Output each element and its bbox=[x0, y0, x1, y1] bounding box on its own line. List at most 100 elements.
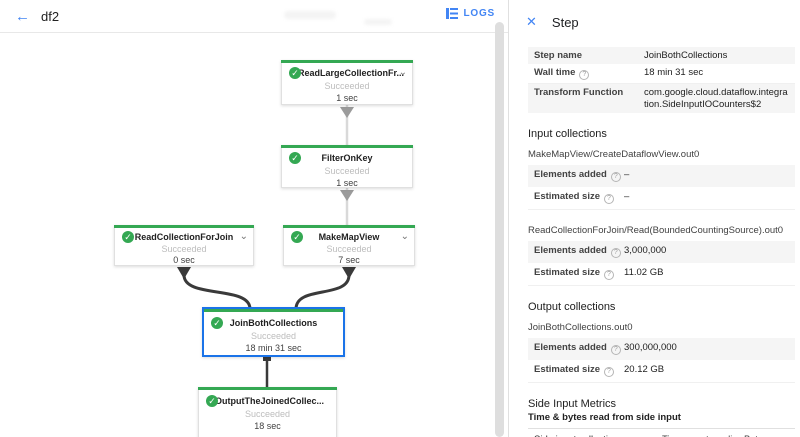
back-arrow-icon[interactable]: ← bbox=[15, 7, 30, 25]
help-icon[interactable]: ? bbox=[604, 367, 614, 378]
logs-list-icon bbox=[446, 8, 459, 19]
node-time: 0 sec bbox=[173, 255, 195, 265]
metric-label: Estimated size? bbox=[534, 191, 624, 205]
property-row: Transform Function com.google.cloud.data… bbox=[528, 84, 795, 114]
property-value: 18 min 31 sec bbox=[644, 67, 704, 79]
collection-metrics-table: Elements added? 300,000,000 Estimated si… bbox=[528, 338, 795, 384]
collection-name: JoinBothCollections.out0 bbox=[528, 322, 633, 334]
metric-value: – bbox=[624, 169, 630, 181]
column-header: Time spent reading bbox=[662, 434, 744, 437]
metric-row: Estimated size? 20.12 GB bbox=[528, 360, 795, 384]
job-graph-panel: ← df2 LOGS bbox=[0, 0, 509, 437]
step-panel-body: Step name JoinBothCollections Wall time?… bbox=[510, 44, 800, 437]
node-time: 18 min 31 sec bbox=[245, 343, 302, 353]
node-status-bar bbox=[281, 145, 413, 148]
metric-row: Elements added? 300,000,000 bbox=[528, 338, 795, 361]
redacted-text bbox=[284, 11, 336, 19]
metric-value: 20.12 GB bbox=[624, 364, 665, 376]
logs-button-label: LOGS bbox=[463, 8, 495, 19]
side-input-table-header: Side input collection Time spent reading… bbox=[528, 428, 795, 437]
node-status-bar bbox=[283, 225, 415, 228]
job-title: df2 bbox=[41, 8, 60, 24]
help-icon[interactable]: ? bbox=[604, 194, 614, 205]
close-icon[interactable]: ✕ bbox=[526, 14, 537, 29]
collection-name: ReadCollectionForJoin/Read(BoundedCounti… bbox=[528, 225, 784, 237]
metric-row: Elements added? 3,000,000 bbox=[528, 241, 795, 264]
property-value: com.google.cloud.dataflow.integration.Si… bbox=[644, 87, 788, 110]
node-title: FilterOnKey bbox=[321, 153, 373, 163]
node-status-bar bbox=[281, 60, 413, 63]
node-status-bar bbox=[204, 309, 343, 312]
property-value: JoinBothCollections bbox=[644, 50, 728, 61]
metric-value: 3,000,000 bbox=[624, 245, 667, 257]
success-check-icon: ✓ bbox=[289, 152, 301, 164]
input-collections-heading: Input collections bbox=[528, 128, 607, 141]
column-header: Side input collection bbox=[534, 434, 662, 437]
metric-row: Estimated size? – bbox=[528, 187, 795, 211]
metric-value: 11.02 GB bbox=[624, 267, 664, 279]
node-title: JoinBothCollections bbox=[229, 318, 318, 328]
success-check-icon: ✓ bbox=[206, 395, 218, 407]
node-status-bar bbox=[198, 387, 337, 390]
graph-node-read-large-collection[interactable]: ✓ ReadLargeCollectionFr... ⌄ Succeeded 1… bbox=[281, 60, 413, 105]
node-time: 18 sec bbox=[254, 421, 281, 431]
side-input-metrics-heading: Side Input Metrics bbox=[528, 398, 617, 411]
metric-row: Estimated size? 11.02 GB bbox=[528, 263, 795, 287]
property-row: Step name JoinBothCollections bbox=[528, 47, 795, 65]
property-row: Wall time? 18 min 31 sec bbox=[528, 64, 795, 85]
collection-metrics-table: Elements added? 3,000,000 Estimated size… bbox=[528, 241, 795, 287]
logs-button[interactable]: LOGS bbox=[446, 8, 495, 19]
graph-edges bbox=[177, 105, 356, 388]
metric-label: Estimated size? bbox=[534, 364, 624, 378]
node-time: 1 sec bbox=[336, 93, 358, 103]
metric-value: – bbox=[624, 191, 630, 203]
help-icon[interactable]: ? bbox=[579, 70, 590, 81]
property-label: Wall time? bbox=[534, 67, 644, 81]
graph-scrollbar[interactable] bbox=[495, 22, 504, 437]
metric-label: Estimated size? bbox=[534, 267, 624, 281]
node-status: Succeeded bbox=[161, 244, 207, 254]
metric-value: 300,000,000 bbox=[624, 342, 677, 354]
help-icon[interactable]: ? bbox=[604, 270, 614, 281]
pipeline-graph[interactable]: ✓ ReadLargeCollectionFr... ⌄ Succeeded 1… bbox=[0, 33, 508, 437]
side-input-table: Side input collection Time spent reading… bbox=[528, 428, 795, 437]
node-time: 7 sec bbox=[338, 255, 360, 265]
side-input-subheading: Time & bytes read from side input bbox=[528, 412, 681, 424]
node-title: ReadCollectionForJoin bbox=[134, 232, 234, 242]
graph-node-make-map-view[interactable]: ✓ MakeMapView ⌄ Succeeded 7 sec bbox=[283, 225, 415, 266]
success-check-icon: ✓ bbox=[291, 231, 303, 243]
success-check-icon: ✓ bbox=[122, 231, 134, 243]
graph-node-read-collection-for-join[interactable]: ✓ ReadCollectionForJoin ⌄ Succeeded 0 se… bbox=[114, 225, 254, 266]
graph-node-output-the-joined-collection[interactable]: ✓ OutputTheJoinedCollec... Succeeded 18 … bbox=[198, 387, 337, 437]
job-topbar: ← df2 LOGS bbox=[0, 0, 508, 33]
redacted-text bbox=[364, 19, 392, 25]
node-status: Succeeded bbox=[244, 409, 291, 419]
chevron-down-icon[interactable]: ⌄ bbox=[239, 231, 248, 242]
output-collections-heading: Output collections bbox=[528, 301, 616, 314]
chevron-down-icon[interactable]: ⌄ bbox=[400, 231, 409, 242]
help-icon[interactable]: ? bbox=[610, 248, 621, 259]
metric-label: Elements added? bbox=[534, 245, 624, 259]
panel-title: Step bbox=[551, 14, 579, 30]
node-title: OutputTheJoinedCollec... bbox=[215, 396, 325, 406]
help-icon[interactable]: ? bbox=[610, 172, 621, 183]
metric-label: Elements added? bbox=[534, 169, 624, 183]
success-check-icon: ✓ bbox=[211, 317, 223, 329]
help-icon[interactable]: ? bbox=[610, 345, 621, 356]
graph-node-filter-on-key[interactable]: ✓ FilterOnKey Succeeded 1 sec bbox=[281, 145, 413, 188]
property-label: Transform Function bbox=[534, 87, 624, 99]
node-status: Succeeded bbox=[326, 244, 372, 254]
graph-node-join-both-collections[interactable]: ✓ JoinBothCollections Succeeded 18 min 3… bbox=[202, 307, 345, 357]
step-properties-table: Step name JoinBothCollections Wall time?… bbox=[528, 47, 795, 114]
node-status-bar bbox=[114, 225, 254, 228]
step-panel-header: ✕ Step bbox=[510, 0, 800, 44]
node-status: Succeeded bbox=[324, 166, 370, 176]
collection-metrics-table: Elements added? – Estimated size? – bbox=[528, 165, 795, 211]
metric-row: Elements added? – bbox=[528, 165, 795, 188]
metric-label: Elements added? bbox=[534, 342, 624, 356]
step-details-panel: ✕ Step Step name JoinBothCollections Wal… bbox=[510, 0, 800, 437]
node-status: Succeeded bbox=[250, 331, 297, 341]
node-title: ReadLargeCollectionFr... bbox=[298, 68, 405, 78]
success-check-icon: ✓ bbox=[289, 67, 301, 79]
chevron-down-icon[interactable]: ⌄ bbox=[398, 67, 407, 78]
